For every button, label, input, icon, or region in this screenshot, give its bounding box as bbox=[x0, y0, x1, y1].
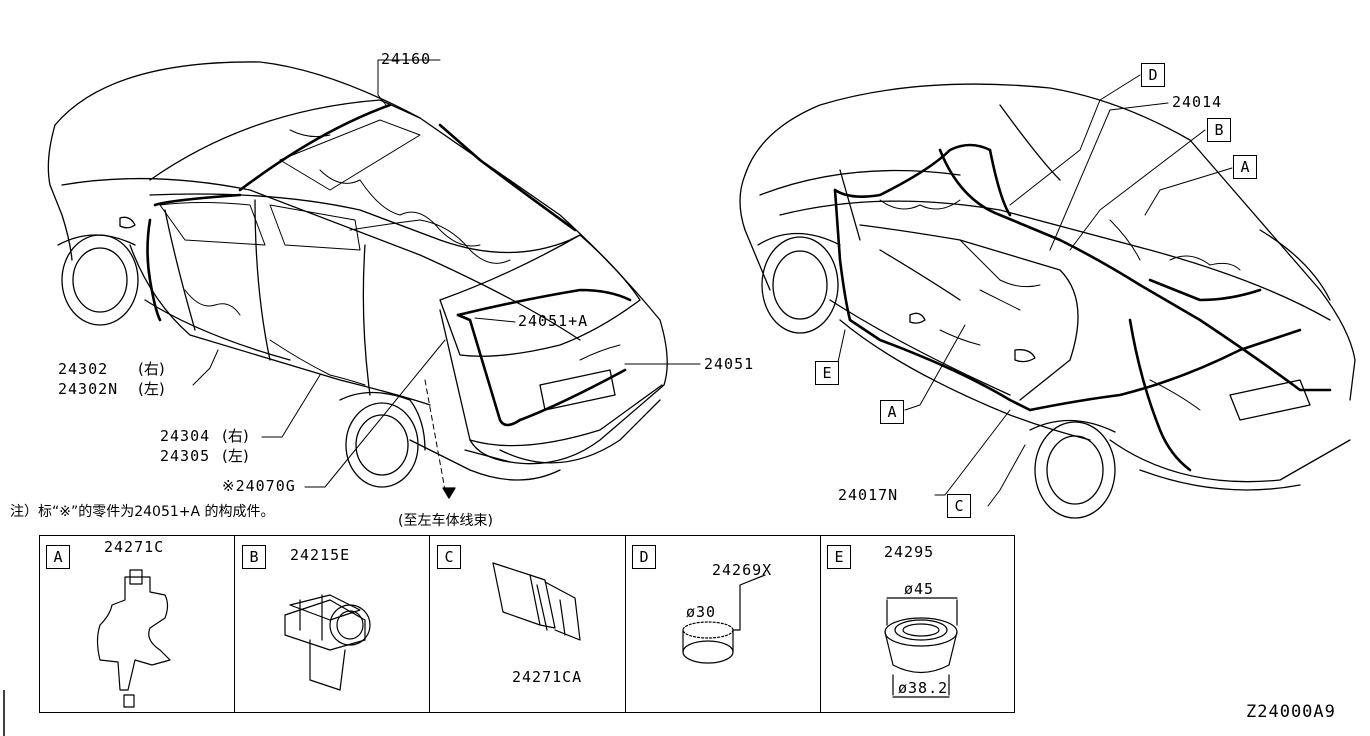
callout-a-top: A bbox=[1233, 155, 1257, 179]
left-car-harness bbox=[146, 103, 632, 427]
panel-d-dim: ø30 bbox=[686, 603, 717, 621]
label-24014: 24014 bbox=[1172, 93, 1223, 111]
panel-e-letter: E bbox=[827, 545, 851, 569]
to-left-body-harness-label: (至左车体线束) bbox=[398, 513, 493, 529]
callout-c-bottom: C bbox=[947, 494, 971, 518]
part-24271c-drawing bbox=[96, 569, 171, 708]
label-24305-side: (左) bbox=[222, 447, 249, 465]
label-24070g: ※24070G bbox=[222, 477, 296, 495]
panel-c-letter: C bbox=[437, 545, 461, 569]
detail-panel-c bbox=[429, 535, 626, 713]
leader-lines bbox=[192, 59, 1233, 507]
part-24295-drawing bbox=[884, 597, 958, 698]
detail-panel-b bbox=[234, 535, 430, 713]
detail-parts-table bbox=[39, 535, 1015, 713]
callout-b-top: B bbox=[1207, 118, 1231, 142]
detail-panel-a bbox=[39, 535, 235, 713]
panel-d-part: 24269X bbox=[712, 561, 773, 579]
label-24304: 24304 bbox=[160, 427, 211, 445]
label-24051: 24051 bbox=[704, 355, 755, 373]
part-24215e-drawing bbox=[284, 594, 371, 691]
right-car-harness bbox=[833, 143, 1332, 472]
drawing-code: Z24000A9 bbox=[1246, 702, 1336, 722]
label-24302n: 24302N bbox=[58, 380, 119, 398]
footnote: 注）标“※”的零件为24051+A 的构成件。 bbox=[10, 504, 275, 520]
label-24305: 24305 bbox=[160, 447, 211, 465]
label-24304-side: (右) bbox=[222, 427, 249, 445]
right-car-wiring-thin bbox=[879, 199, 1241, 411]
panel-e-dim-bottom: ø38.2 bbox=[898, 679, 949, 697]
label-24302: 24302 bbox=[58, 360, 109, 378]
label-24160: 24160 bbox=[381, 50, 432, 68]
panel-b-part: 24215E bbox=[290, 546, 351, 564]
down-arrow-icon bbox=[442, 487, 456, 499]
right-car-body bbox=[739, 83, 1356, 519]
callout-d-top: D bbox=[1141, 63, 1165, 87]
panel-c-part: 24271CA bbox=[512, 668, 583, 686]
part-24271ca-drawing bbox=[492, 562, 581, 641]
callout-e-left: E bbox=[815, 361, 839, 385]
callout-a-mid: A bbox=[880, 400, 904, 424]
panel-e-dim-top: ø45 bbox=[904, 580, 935, 598]
label-24051a: 24051+A bbox=[518, 312, 589, 330]
panel-d-letter: D bbox=[632, 545, 656, 569]
label-24302-side: (右) bbox=[138, 360, 165, 378]
left-car-body bbox=[47, 61, 668, 488]
panel-a-letter: A bbox=[46, 545, 70, 569]
panel-b-letter: B bbox=[242, 545, 266, 569]
label-24017n: 24017N bbox=[838, 486, 899, 504]
detail-panel-d bbox=[625, 535, 821, 713]
panel-a-part: 24271C bbox=[104, 538, 165, 556]
left-car-wiring-thin bbox=[184, 129, 621, 386]
part-24269x-drawing bbox=[682, 574, 766, 664]
label-24302n-side: (左) bbox=[138, 380, 165, 398]
panel-e-part: 24295 bbox=[884, 543, 935, 561]
